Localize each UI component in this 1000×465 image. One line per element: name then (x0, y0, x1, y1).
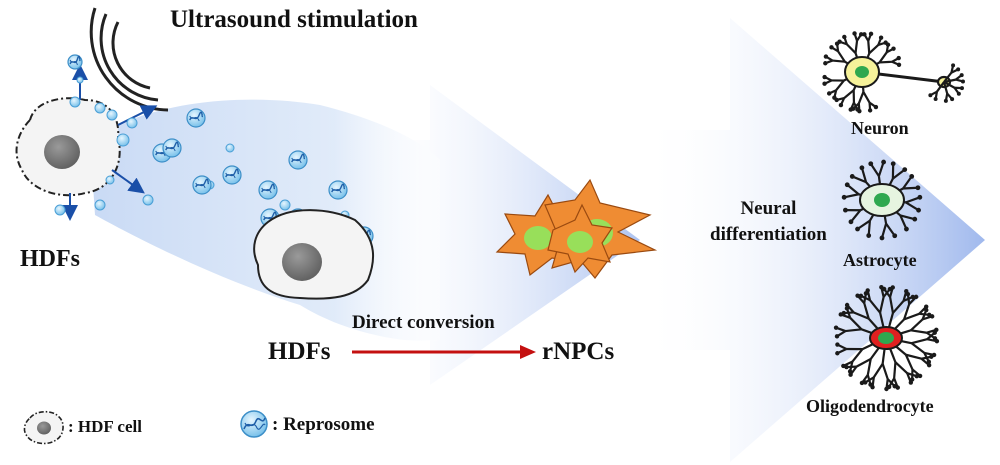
source-hdf-nucleus (44, 135, 80, 169)
astrocyte-label: Astrocyte (843, 250, 917, 270)
reprosome (162, 138, 182, 158)
reprosome (67, 54, 83, 70)
diagram-title: Ultrasound stimulation (170, 6, 418, 33)
astrocyte-icon (841, 159, 923, 241)
ultrasound-wave-icon (89, 7, 169, 112)
recipient-hdf-nucleus (282, 243, 322, 281)
oligodendrocyte-icon (833, 285, 940, 392)
neuron-label: Neuron (851, 118, 909, 138)
source-cells-label: HDFs (20, 246, 80, 272)
reprosome (288, 150, 308, 170)
hdf-cell-icon (23, 410, 64, 445)
differentiation-background-arrow (640, 18, 985, 462)
process-label: Direct conversion (352, 312, 495, 333)
oligodendrocyte-label: Oligodendrocyte (806, 396, 934, 416)
reprosome (186, 108, 206, 128)
reprosome (222, 165, 242, 185)
reprosome (192, 175, 212, 195)
reprosome (258, 180, 278, 200)
legend-reprosome-label: : Reprosome (272, 414, 375, 435)
neuron-icon (822, 31, 965, 114)
reprosome (328, 180, 348, 200)
rnpc-cluster (495, 178, 658, 279)
conversion-from-label: HDFs (268, 338, 331, 365)
secretion-arrows (62, 64, 158, 221)
conversion-arrow (352, 345, 536, 359)
differentiation-label: Neural differentiation (710, 198, 827, 245)
conversion-to-label: rNPCs (542, 338, 615, 365)
legend-reprosome-icon (240, 410, 268, 438)
legend-hdf-cell-label: : HDF cell (68, 417, 142, 436)
